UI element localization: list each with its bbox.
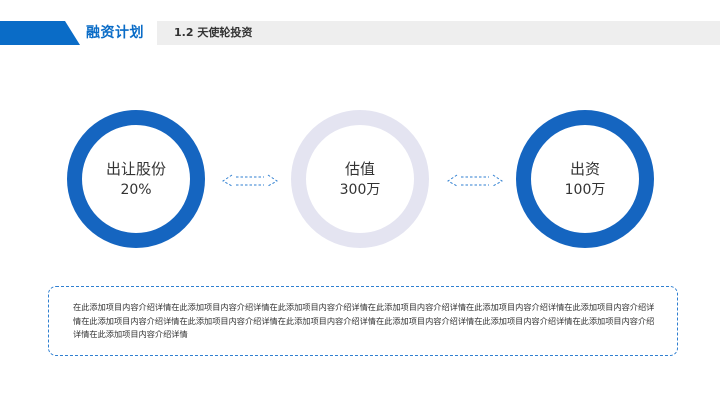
ring-value: 300万 <box>339 182 381 198</box>
header-bar <box>157 21 720 45</box>
ring-valuation: 估值 300万 <box>291 110 429 248</box>
section-title: 融资计划 <box>86 25 144 41</box>
ring-label: 出让股份 <box>105 160 166 178</box>
ring-investment: 出资 100万 <box>516 110 654 248</box>
ring-equity: 出让股份 20% <box>67 110 205 248</box>
ring-value: 20% <box>120 182 152 198</box>
section-subtitle: 1.2 天使轮投资 <box>174 26 253 39</box>
ring-label: 估值 <box>344 160 375 178</box>
double-arrow-icon <box>222 174 278 187</box>
description-box: 在此添加项目内容介绍详情在此添加项目内容介绍详情在此添加项目内容介绍详情在此添加… <box>48 286 678 356</box>
ring-value: 100万 <box>564 182 606 198</box>
description-text: 在此添加项目内容介绍详情在此添加项目内容介绍详情在此添加项目内容介绍详情在此添加… <box>73 302 655 339</box>
ring-label: 出资 <box>569 160 600 178</box>
double-arrow-icon <box>447 174 503 187</box>
header-accent-bar <box>0 21 80 45</box>
